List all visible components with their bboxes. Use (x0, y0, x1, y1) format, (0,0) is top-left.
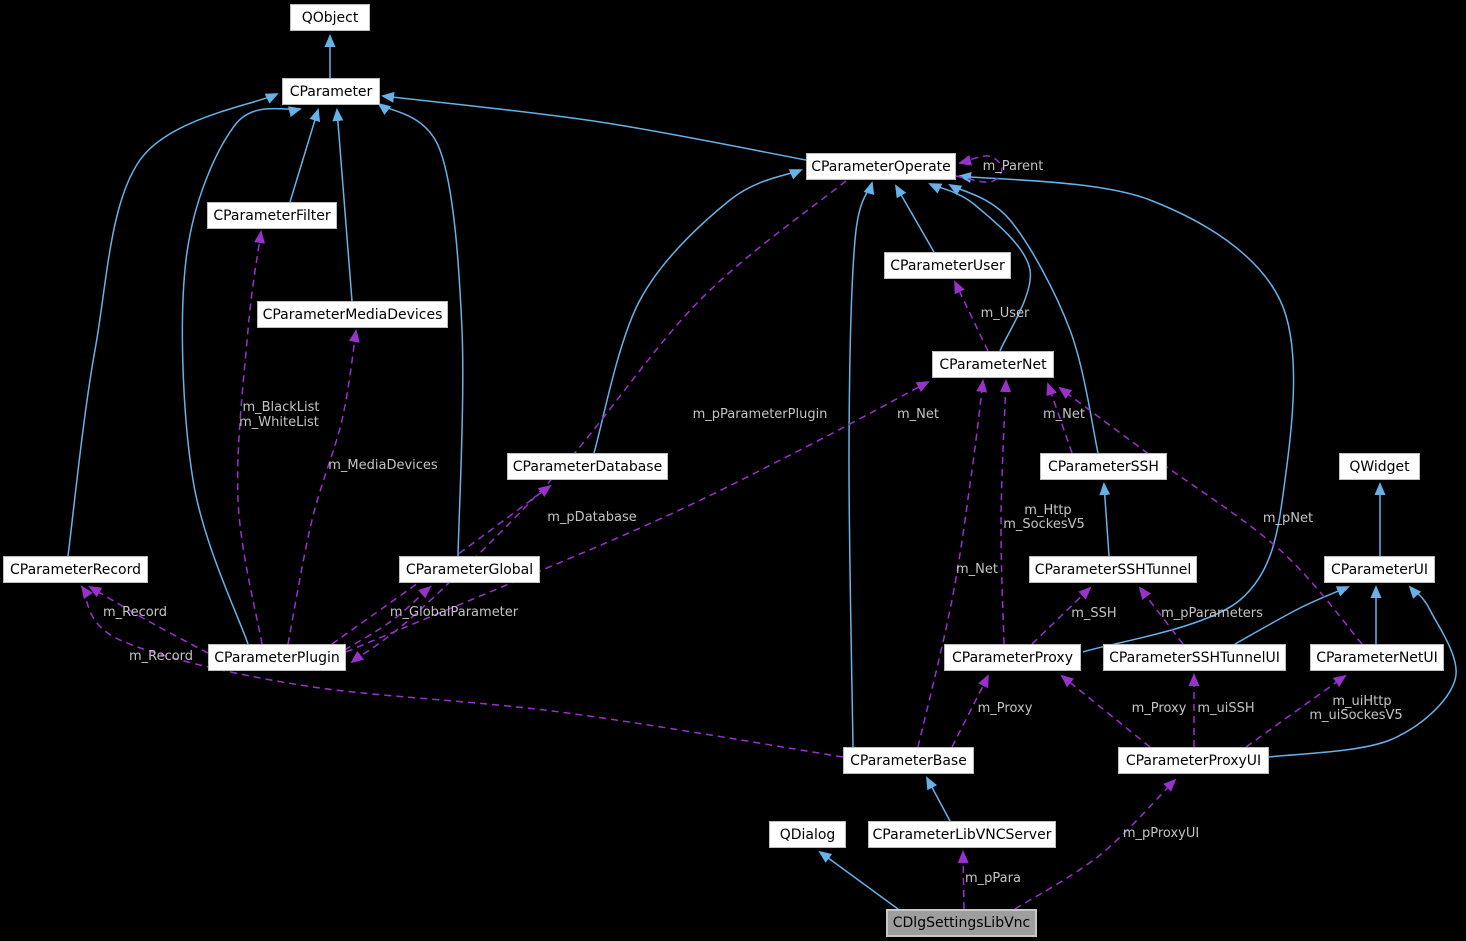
class-node-CParameterMediaDevices[interactable]: CParameterMediaDevices (257, 301, 448, 328)
edge-member-CDlgSettingsLibVnc-to-CParameterProxyUI (1014, 778, 1177, 910)
edge-inheritance-CParameterRecord-to-CParameter (67, 93, 279, 557)
class-node-CParameterGlobal[interactable]: CParameterGlobal (399, 556, 540, 583)
edge-inheritance-CParameterBase-to-CParameterOperate (848, 181, 875, 748)
edge-label-m_BlackList: m_BlackList (242, 400, 319, 415)
edge-inheritance-CParameterUser-to-CParameterOperate (895, 184, 935, 253)
class-node-CParameterProxyUI[interactable]: CParameterProxyUI (1118, 747, 1269, 774)
edge-label-m_pPara: m_pPara (965, 871, 1021, 886)
edge-label-m_uiSockesV5: m_uiSockesV5 (1309, 708, 1402, 723)
class-node-CParameterPlugin[interactable]: CParameterPlugin (208, 644, 346, 671)
edge-label-m_pParameterPlugin: m_pParameterPlugin (693, 407, 828, 422)
edge-label-m_pProxyUI: m_pProxyUI (1123, 826, 1199, 841)
edge-label-m_pDatabase: m_pDatabase (547, 510, 636, 525)
edge-label-m_Proxy: m_Proxy (978, 701, 1033, 716)
edge-label-m_User: m_User (981, 306, 1030, 321)
class-node-CParameterUI[interactable]: CParameterUI (1324, 556, 1435, 583)
edge-inheritance-CParameterProxyUI-to-CParameterUI (1268, 585, 1457, 758)
class-node-CParameterDatabase[interactable]: CParameterDatabase (507, 453, 668, 480)
edge-label-m_Net: m_Net (956, 562, 998, 577)
edge-label-m_Net: m_Net (897, 407, 939, 422)
edge-label-m_pNet: m_pNet (1263, 511, 1313, 526)
edge-label-m_WhiteList: m_WhiteList (239, 415, 319, 430)
edge-member-CParameterPlugin-to-CParameterRecord (88, 585, 209, 654)
edge-label-m_Parent: m_Parent (983, 159, 1044, 174)
edge-inheritance-CParameterFilter-to-CParameter (289, 108, 321, 203)
edge-label-m_Net: m_Net (1043, 407, 1085, 422)
edge-label-m_Record: m_Record (129, 649, 193, 664)
edge-label-m_pParameters: m_pParameters (1161, 606, 1263, 621)
edge-inheritance-CParameterPlugin-to-CParameter (181, 106, 302, 645)
edge-member-CParameterPlugin-to-CParameterFilter (236, 230, 265, 645)
edge-member-CParameterProxy-to-CParameterNet (1000, 379, 1012, 645)
edge-inheritance-CParameterSSHTunnelUI-to-CParameterUI (1234, 586, 1350, 645)
edge-label-m_uiSSH: m_uiSSH (1197, 701, 1254, 716)
edge-inheritance-CDlgSettingsLibVnc-to-QDialog (818, 850, 899, 910)
class-node-CParameterSSHTunnelUI[interactable]: CParameterSSHTunnelUI (1103, 644, 1286, 671)
edge-label-m_Record: m_Record (103, 605, 167, 620)
edge-member-CParameterBase-to-CParameterProxy (951, 674, 989, 748)
edge-label-m_Http: m_Http (1024, 503, 1071, 518)
class-node-CParameterSSHTunnel[interactable]: CParameterSSHTunnel (1029, 556, 1197, 583)
class-node-CDlgSettingsLibVnc[interactable]: CDlgSettingsLibVnc (886, 909, 1037, 937)
class-node-CParameterSSH[interactable]: CParameterSSH (1040, 453, 1167, 480)
edge-member-CParameterOperate-to-CParameterOperate (955, 154, 1003, 183)
edge-inheritance-CParameterSSHTunnel-to-CParameterSSH (1099, 482, 1111, 557)
edge-member-CParameterOperate-to-CParameterPlugin (350, 180, 847, 664)
edge-member-CParameterNet-to-CParameterUser (954, 280, 989, 352)
class-node-CParameterUser[interactable]: CParameterUser (884, 252, 1011, 279)
edge-inheritance-CParameterMediaDevices-to-CParameter (332, 108, 353, 302)
edge-label-m_GlobalParameter: m_GlobalParameter (390, 605, 519, 620)
edge-inheritance-CParameterSSH-to-CParameterOperate (948, 183, 1099, 454)
edge-member-CParameterNetUI-to-CParameterNet (1058, 386, 1363, 645)
class-node-QWidget[interactable]: QWidget (1339, 453, 1420, 480)
class-node-CParameter[interactable]: CParameter (282, 78, 380, 105)
edge-member-CParameterBase-to-CParameterRecord (80, 585, 844, 758)
edge-inheritance-CParameterProxy-to-CParameterOperate (958, 171, 1295, 653)
class-node-CParameterNetUI[interactable]: CParameterNetUI (1310, 644, 1444, 671)
edge-member-CParameterPlugin-to-CParameterMediaDevices (287, 329, 360, 645)
edge-member-CParameterSSH-to-CParameterNet (1046, 382, 1073, 454)
edge-inheritance-CParameterGlobal-to-CParameter (377, 102, 464, 557)
class-node-CParameterBase[interactable]: CParameterBase (843, 747, 974, 774)
edge-labels-group: m_Parent m_pParameterPlugin m_User m_Net m_N… (103, 159, 1403, 886)
edge-inheritance-CParameterLibVNCServer-to-CParameterBase (926, 776, 951, 822)
edge-member-CParameterBase-to-CParameterNet (917, 379, 988, 748)
class-node-CParameterRecord[interactable]: CParameterRecord (3, 556, 148, 583)
class-node-CParameterLibVNCServer[interactable]: CParameterLibVNCServer (868, 821, 1056, 848)
edge-member-CParameterPlugin-to-CParameterGlobal (333, 585, 432, 657)
class-node-CParameterOperate[interactable]: CParameterOperate (806, 153, 956, 180)
class-node-QObject[interactable]: QObject (290, 4, 370, 31)
edge-inheritance-CParameterDatabase-to-CParameterOperate (593, 169, 803, 454)
edge-label-m_MediaDevices: m_MediaDevices (328, 458, 438, 473)
edge-member-CParameterProxyUI-to-CParameterProxy (1060, 674, 1151, 748)
edge-member-CParameterProxyUI-to-CParameterNetUI (1245, 674, 1347, 748)
class-node-QDialog[interactable]: QDialog (769, 821, 846, 848)
edge-inheritance-CParameterOperate-to-CParameter (381, 91, 807, 161)
edge-member-CDlgSettingsLibVnc-to-CParameterLibVNCServer (957, 850, 969, 910)
edge-label-m_Proxy: m_Proxy (1132, 701, 1187, 716)
edge-label-m_SSH: m_SSH (1071, 606, 1116, 621)
edge-member-CParameterPlugin-to-CParameterNet (345, 381, 930, 653)
edge-label-m_uiHttp: m_uiHttp (1332, 694, 1391, 709)
edge-member-CParameterProxy-to-CParameterSSHTunnel (1031, 586, 1092, 645)
edge-label-m_SockesV5: m_SockesV5 (1003, 517, 1085, 532)
class-node-CParameterNet[interactable]: CParameterNet (932, 351, 1054, 378)
edges-group (67, 34, 1457, 910)
class-node-CParameterProxy[interactable]: CParameterProxy (944, 644, 1081, 671)
class-node-CParameterFilter[interactable]: CParameterFilter (207, 202, 337, 229)
